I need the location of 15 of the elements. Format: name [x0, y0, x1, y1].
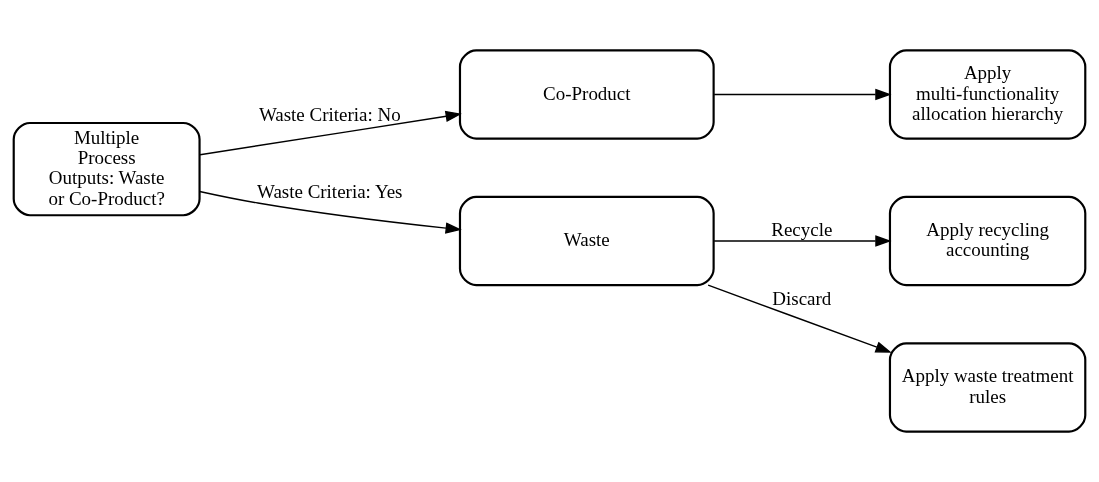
- node-box: Multiple Process Outputs: Waste or Co-Product?: [12, 121, 201, 217]
- edge-label: Discard: [772, 288, 832, 310]
- arrow: [199, 110, 462, 156]
- arrow: [198, 190, 462, 234]
- node-box: Apply waste treatment rules: [888, 342, 1087, 433]
- edge-label: Waste Criteria: No: [258, 103, 401, 125]
- node-box: Apply recycling accounting: [888, 195, 1087, 287]
- arrow: [707, 284, 892, 353]
- node-box: Co-Product: [458, 49, 715, 140]
- edge-label: Recycle: [771, 218, 833, 240]
- arrow: [713, 235, 892, 247]
- edge-label: Waste Criteria: Yes: [257, 180, 403, 202]
- arrow: [713, 88, 892, 101]
- node-box: Waste: [458, 195, 715, 287]
- node-box: Apply multi-functionality allocation hierarchy: [888, 49, 1087, 140]
